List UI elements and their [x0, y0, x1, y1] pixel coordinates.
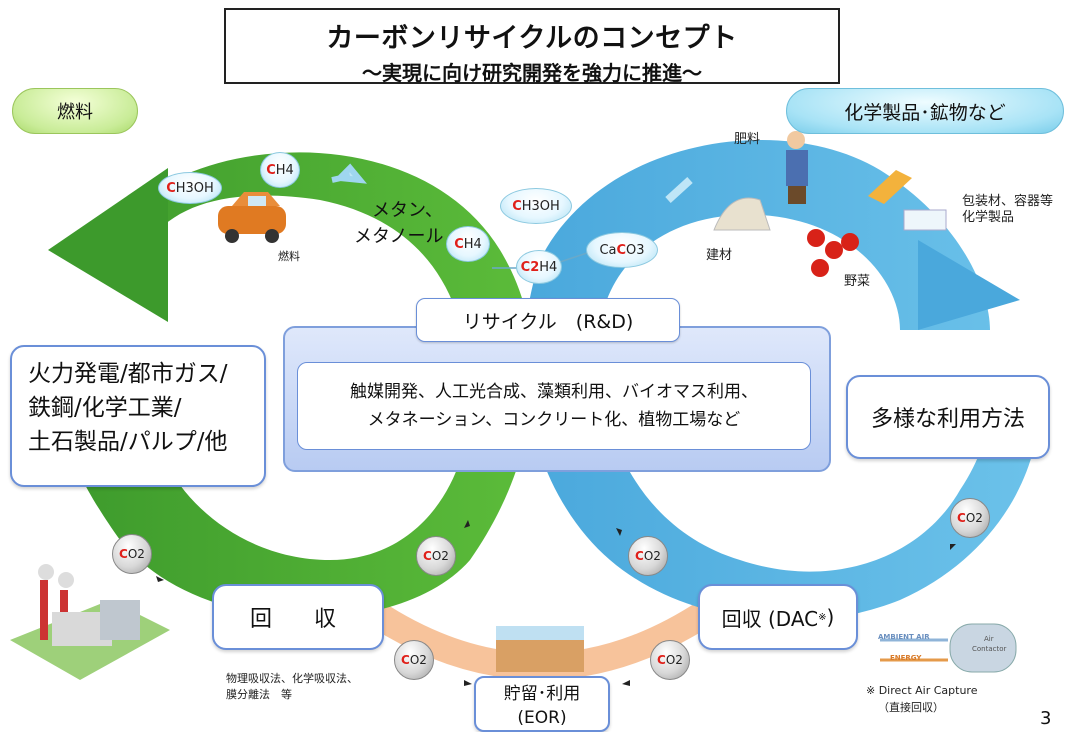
storage-line2: (EOR): [517, 708, 567, 728]
storage-band: [360, 600, 720, 680]
fuel-pill: 燃料: [12, 88, 138, 134]
fertilizer-label: 肥料: [734, 132, 761, 147]
co2-arrows: [156, 520, 956, 686]
packaging-label-line2: 化学製品: [962, 210, 1015, 225]
dac-note-mark: ※: [818, 611, 827, 623]
page-number: 3: [1040, 708, 1052, 729]
capture-methods-line2: 膜分離法 等: [226, 688, 292, 701]
vegetables-label: 野菜: [844, 274, 871, 289]
rnd-content-box: 触媒開発、人工光合成、藻類利用、バイオマス利用、 メタネーション、コンクリート化…: [297, 362, 811, 450]
rnd-line2: メタネーション、コンクリート化、植物工場など: [367, 410, 741, 430]
page-title: カーボンリサイクルのコンセプト: [326, 23, 738, 54]
farmer-image: [786, 131, 808, 204]
emission-line3: 土石製品/パルプ/他: [28, 429, 228, 455]
dac-contactor-image: [880, 623, 1017, 673]
diverse-uses-box: 多様な利用方法: [846, 375, 1050, 459]
capture-methods-line1: 物理吸収法、化学吸収法、: [226, 672, 358, 685]
methane-label-line2: メタノール: [354, 226, 444, 247]
chemicals-pill: 化学製品･鉱物など: [786, 88, 1064, 134]
emission-line1: 火力発電/都市ガス/: [28, 361, 228, 387]
building-material-image: [713, 197, 771, 231]
dac-box: 回収 (DAC※): [698, 584, 858, 650]
packaging-image: [868, 170, 947, 231]
dac-box-text: 回収 (DAC: [721, 606, 819, 631]
connector-line-2: [559, 251, 591, 263]
capture-box: 回 収: [212, 584, 384, 650]
green-loop: [60, 152, 534, 618]
emission-sources-box: 火力発電/都市ガス/ 鉄鋼/化学工業/ 土石製品/パルプ/他: [10, 345, 266, 487]
light-arrow-left: [331, 163, 368, 184]
building-material-label: 建材: [706, 248, 733, 263]
dac-ambient-label: AMBIENT AIR: [878, 633, 930, 641]
rnd-label: リサイクル (R&D): [416, 298, 680, 342]
dac-note-line2: （直接回収）: [878, 701, 944, 714]
dac-contactor-label1: Air: [984, 635, 994, 643]
title-box: カーボンリサイクルのコンセプト ～実現に向け研究開発を強力に推進～: [224, 8, 840, 85]
page-subtitle: ～実現に向け研究開発を強力に推進～: [362, 61, 702, 85]
storage-line1: 貯留･利用: [503, 684, 581, 704]
car-image: [218, 192, 286, 243]
dac-box-close: ): [826, 605, 835, 629]
packaging-label-line1: 包装材、容器等: [962, 194, 1054, 209]
rnd-line1: 触媒開発、人工光合成、藻類利用、バイオマス利用、: [350, 382, 758, 402]
dac-note-line1: ※ Direct Air Capture: [866, 684, 978, 697]
dac-contactor-label2: Contactor: [972, 645, 1007, 653]
green-arrowhead: [48, 168, 168, 322]
methane-label-line1: メタン、: [372, 200, 443, 221]
car-caption: 燃料: [278, 250, 300, 263]
factory-image: [10, 564, 170, 680]
storage-box: 貯留･利用 (EOR): [474, 676, 610, 732]
blue-arrowhead: [918, 240, 1020, 330]
dac-energy-label: ENERGY: [890, 654, 922, 662]
emission-line2: 鉄鋼/化学工業/: [28, 395, 182, 421]
vegetables-image: [807, 229, 859, 277]
light-arrow-right: [665, 177, 693, 203]
storage-image: [496, 626, 584, 672]
blue-loop: [524, 140, 1040, 621]
